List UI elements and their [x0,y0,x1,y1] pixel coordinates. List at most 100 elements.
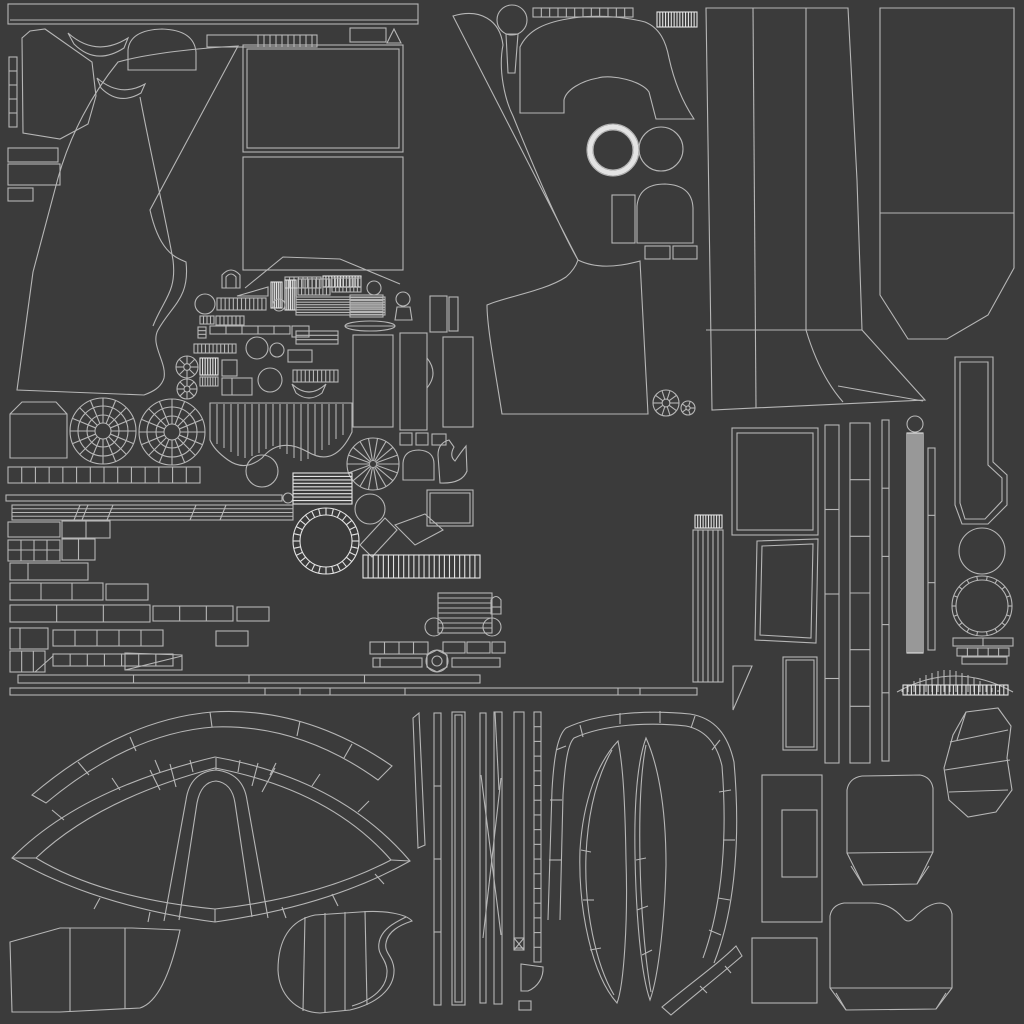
small-rect [448,296,459,332]
hex-nut-face [426,649,448,673]
long-strip [849,422,871,764]
tent-fan-seams [149,758,276,793]
pole-arc-outer [547,711,738,964]
layer-bar [11,504,294,521]
plain-circle [638,126,684,172]
cell-rect [9,627,49,650]
cell-seam [34,655,183,673]
seg-bar [209,325,291,335]
cell-rect [152,605,234,622]
wedge-chip [236,286,269,297]
x-lines [513,937,525,951]
vrib-chip [331,277,362,293]
fan-wheel [680,400,696,416]
cell-rect [9,562,89,581]
pin-stem [505,33,519,74]
boot-strip-inner [959,361,1003,520]
vrib-chip [215,315,245,326]
gear-wheel [176,378,198,400]
fly-seam [139,96,175,327]
hrib-chip [197,326,207,339]
long-strip [451,711,466,1006]
sliver-strip [412,711,426,849]
vrib-chip [297,278,331,296]
cell-rect [956,647,1010,657]
arc-band-ticks [699,965,732,994]
pack-seams [830,987,952,1011]
segmented-strip [206,34,318,48]
arc-band [661,945,743,1016]
cell-rect [7,521,61,538]
column-cap [694,514,723,529]
long-rib-bar [7,466,201,484]
column-rect [399,332,428,431]
pentagon-shell [21,28,97,140]
vrib-chip [199,357,219,376]
small-circle [269,342,285,358]
cell-rect [372,657,423,668]
dome-shell [402,449,435,481]
cell-rect [9,582,104,601]
ribbed-column [692,529,724,683]
plain-circle [958,527,1006,575]
web-wheel [69,397,137,465]
crescent-band [67,32,130,57]
ruler-strip [533,711,542,963]
arc-band-seams [77,711,353,776]
layer-ticks [73,504,227,521]
panel-b [242,156,404,271]
pole-arc-ticks [549,711,735,936]
cell-rect [961,656,1008,665]
vrib-chip [199,376,219,387]
ladder-strip [532,7,634,18]
small-circle [257,367,283,393]
pole-shaft [906,432,924,654]
figure-head [395,291,411,307]
slant-rib-bar [362,554,481,579]
gear-wheel [175,355,199,379]
vrib-chip [193,343,237,354]
frame-rect [761,774,823,923]
quarter-disc [520,963,544,992]
cell-rect [52,629,164,647]
mask-island [519,15,696,120]
pole-arc-inner [559,723,725,959]
small-rect [429,295,448,333]
plain-square [751,937,818,1004]
edge-strip [8,56,18,128]
hstripe-chip [292,472,353,505]
small-rect [7,147,59,163]
small-rect [7,187,34,202]
small-rect [287,349,313,363]
cross-lines [480,711,502,939]
small-circle [245,336,269,360]
tilted-rect-inner [759,543,814,639]
vrib-chip [284,279,297,311]
hex-nut-bore [431,655,443,667]
tent-eye-inner [35,767,392,910]
floor-bar [9,687,698,696]
arch-grill-ribs [901,670,999,692]
column-rect [352,334,394,428]
cell-rect [52,653,174,667]
pack-seams [846,851,934,886]
arch-window [221,269,241,289]
frame-rect [782,656,818,751]
thick-ring [587,124,639,176]
smile-band [291,383,327,399]
bullet-chip [490,595,502,615]
fan-wheel [652,389,680,417]
inner-rect [781,809,818,878]
web-wheel [138,398,206,466]
small-circle [272,298,286,312]
small-rect [399,432,413,446]
pin-head [496,4,528,36]
dome-shell [636,183,694,244]
fly-island [16,45,239,396]
side-panel [705,7,927,411]
cell-rect [105,583,149,601]
panel-a [242,44,404,153]
petal-seam [639,744,652,993]
center-island [452,13,649,415]
rock-shell [943,707,1013,818]
